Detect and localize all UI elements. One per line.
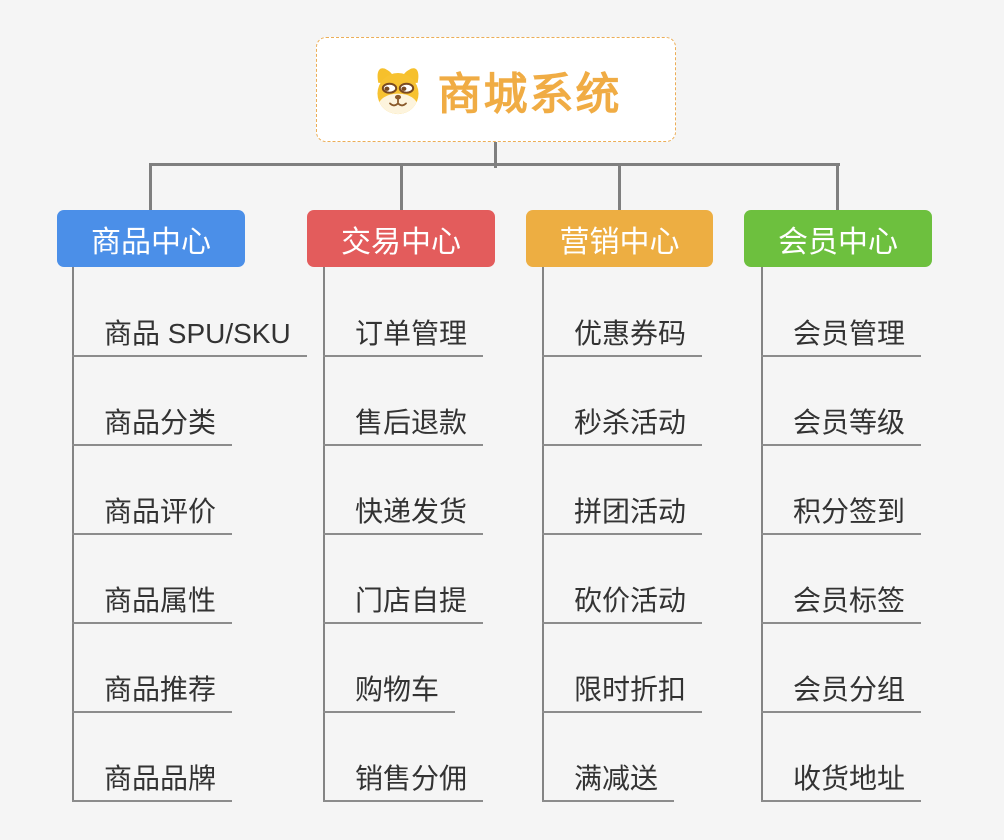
shiba-dog-icon: [376, 67, 419, 114]
branch-label: 商品中心: [91, 225, 211, 259]
connector-drop-product: [149, 163, 152, 210]
leaf-topic[interactable]: 会员标签: [761, 580, 922, 624]
leaf-topic[interactable]: 订单管理: [323, 313, 484, 357]
leaf-topic[interactable]: 购物车: [323, 669, 456, 713]
leaf-topic[interactable]: 商品推荐: [72, 669, 233, 713]
branch-node-product-center[interactable]: 商品中心: [57, 210, 245, 267]
root-topic-node[interactable]: 商城系统: [316, 37, 676, 142]
leaf-topic[interactable]: 商品属性: [72, 580, 233, 624]
leaf-topic[interactable]: 拼团活动: [542, 491, 703, 535]
leaf-topic[interactable]: 商品品牌: [72, 758, 233, 802]
branch-node-marketing-center[interactable]: 营销中心: [526, 210, 713, 267]
leaf-topic[interactable]: 优惠券码: [542, 313, 703, 357]
root-topic-title: 商城系统: [437, 69, 622, 119]
connector-drop-member: [836, 163, 839, 210]
leaf-topic[interactable]: 门店自提: [323, 580, 484, 624]
connector-horizontal-bar: [149, 163, 840, 166]
branch-label: 交易中心: [341, 225, 461, 259]
leaf-topic[interactable]: 会员等级: [761, 402, 922, 446]
leaf-topic[interactable]: 收货地址: [761, 758, 922, 802]
connector-drop-marketing: [618, 163, 621, 210]
leaf-topic[interactable]: 秒杀活动: [542, 402, 703, 446]
leaf-topic[interactable]: 商品分类: [72, 402, 233, 446]
connector-root-stub: [494, 142, 497, 168]
leaf-topic[interactable]: 满减送: [542, 758, 675, 802]
leaf-topic[interactable]: 销售分佣: [323, 758, 484, 802]
branch-label: 营销中心: [559, 225, 680, 259]
branch-node-trade-center[interactable]: 交易中心: [307, 210, 495, 267]
leaf-topic[interactable]: 会员分组: [761, 669, 922, 713]
leaf-topic[interactable]: 售后退款: [323, 402, 484, 446]
leaf-topic[interactable]: 商品评价: [72, 491, 233, 535]
leaf-topic[interactable]: 商品 SPU/SKU: [72, 313, 307, 357]
leaf-topic[interactable]: 限时折扣: [542, 669, 703, 713]
leaf-topic[interactable]: 积分签到: [761, 491, 922, 535]
connector-drop-trade: [400, 163, 403, 210]
leaf-topic[interactable]: 快递发货: [323, 491, 484, 535]
leaf-topic[interactable]: 砍价活动: [542, 580, 703, 624]
branch-label: 会员中心: [778, 225, 898, 259]
branch-node-member-center[interactable]: 会员中心: [744, 210, 932, 267]
leaf-topic[interactable]: 会员管理: [761, 313, 922, 357]
